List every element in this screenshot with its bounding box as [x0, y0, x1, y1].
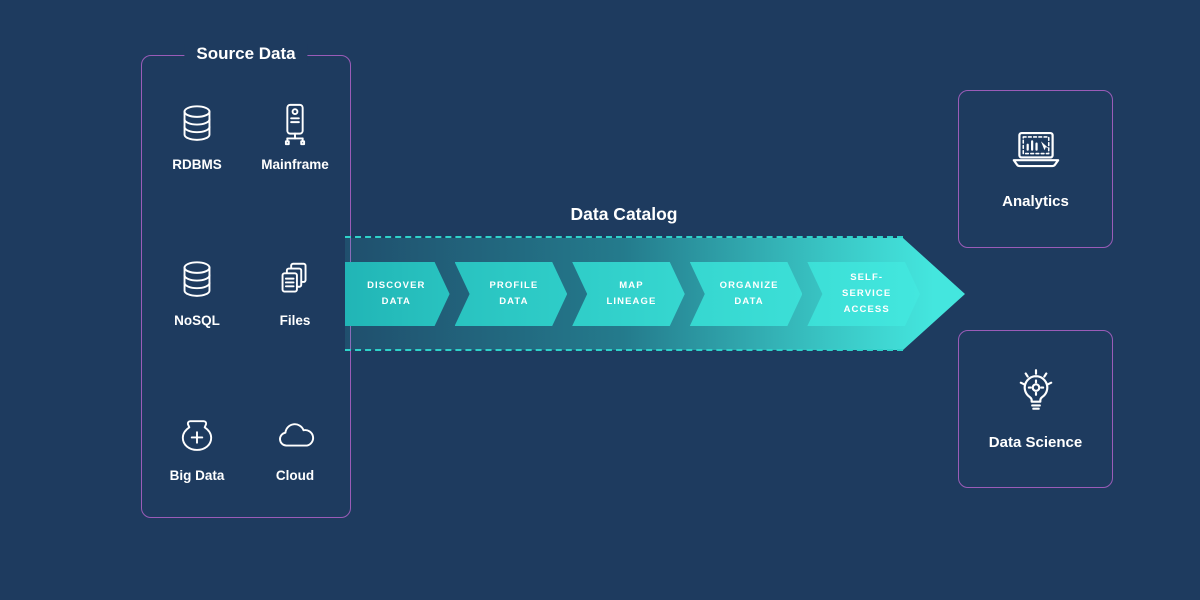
- step-label-line: DATA: [381, 296, 411, 307]
- analytics-panel: Analytics: [958, 90, 1113, 248]
- source-row-3: Big Data Cloud: [148, 413, 344, 483]
- source-row-2: NoSQL Files: [148, 258, 344, 328]
- source-item-big-data: Big Data: [148, 413, 246, 483]
- catalog-dashed-line-top: [345, 236, 903, 238]
- catalog-dashed-line-bottom: [345, 349, 903, 351]
- step-discover-data: DISCOVER DATA: [345, 262, 450, 326]
- analytics-icon: [1005, 128, 1067, 178]
- source-item-rdbms: RDBMS: [148, 102, 246, 172]
- step-label-line: SELF-SERVICE: [842, 271, 892, 299]
- data-catalog-title: Data Catalog: [570, 204, 678, 224]
- database-icon: [174, 102, 220, 148]
- data-science-icon: [1010, 367, 1062, 419]
- analytics-label: Analytics: [1002, 193, 1069, 210]
- step-label-line: LINEAGE: [606, 296, 657, 307]
- source-data-title: Source Data: [184, 44, 308, 64]
- step-label-line: DISCOVER: [367, 279, 426, 291]
- source-item-label: Mainframe: [261, 157, 329, 172]
- source-item-cloud: Cloud: [246, 413, 344, 483]
- source-item-label: RDBMS: [172, 157, 222, 172]
- source-item-label: Files: [279, 312, 311, 328]
- step-label-line: PROFILE: [489, 279, 539, 291]
- step-map-lineage: MAP LINEAGE: [572, 262, 685, 326]
- data-science-panel: Data Science: [958, 330, 1113, 488]
- mainframe-icon: [272, 102, 318, 148]
- step-label-line: MAP: [619, 279, 644, 291]
- files-icon: [272, 258, 318, 304]
- data-science-label: Data Science: [988, 434, 1083, 451]
- step-profile-data: PROFILE DATA: [455, 262, 568, 326]
- database-icon: [174, 258, 220, 304]
- source-data-panel: Source Data RDBMS: [141, 44, 351, 518]
- big-data-icon: [174, 413, 220, 459]
- catalog-steps: DISCOVER DATA PROFILE DATA MAP LINEAGE O…: [345, 262, 920, 326]
- source-item-mainframe: Mainframe: [246, 102, 344, 172]
- source-item-label: Big Data: [169, 468, 225, 483]
- source-item-label: NoSQL: [174, 312, 220, 328]
- step-organize-data: ORGANIZE DATA: [690, 262, 803, 326]
- source-item-files: Files: [246, 258, 344, 328]
- source-row-1: RDBMS Mainframe: [148, 102, 344, 172]
- step-label-line: DATA: [499, 296, 529, 307]
- step-label-line: ACCESS: [843, 304, 890, 316]
- source-item-label: Cloud: [275, 468, 315, 483]
- cloud-icon: [272, 413, 318, 459]
- step-self-service-access: SELF-SERVICE ACCESS: [807, 262, 920, 326]
- step-label-line: DATA: [734, 296, 764, 307]
- step-label-line: ORGANIZE: [719, 279, 779, 291]
- source-item-nosql: NoSQL: [148, 258, 246, 328]
